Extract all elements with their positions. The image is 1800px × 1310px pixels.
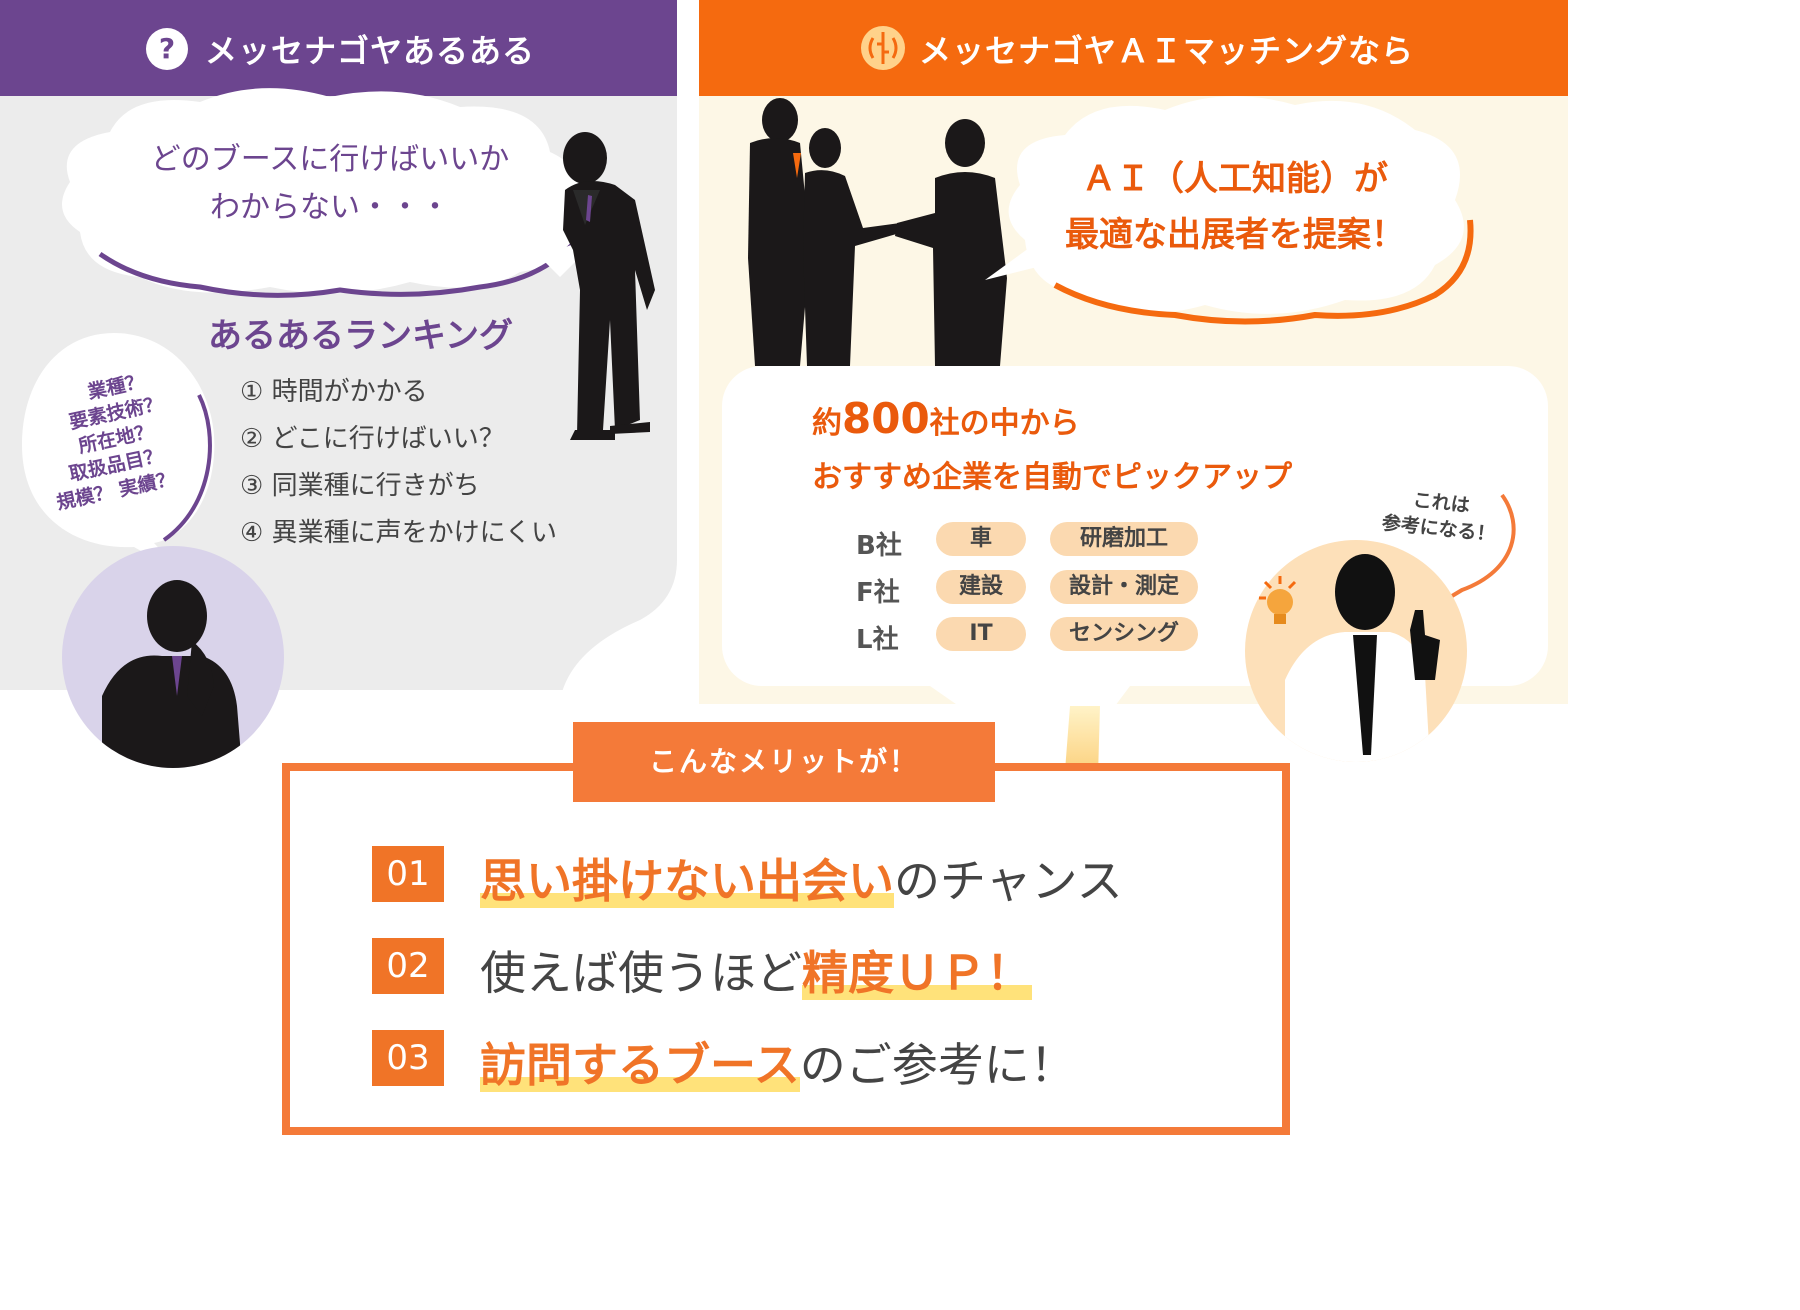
- company-tag: IT: [936, 617, 1026, 651]
- pointing-man-circle: [1245, 540, 1467, 762]
- company-name: F社: [856, 578, 900, 608]
- pointing-man-icon: [1285, 554, 1440, 762]
- question-icon: ?: [146, 28, 188, 70]
- right-header-title: メッセナゴヤＡＩマッチングなら: [919, 32, 1415, 70]
- company-tag: 設計・測定: [1050, 570, 1198, 604]
- right-cloud-bubble: [985, 96, 1474, 325]
- card-line1: 約800社の中から: [812, 394, 1080, 443]
- merit-pre: 使えば使うほど: [480, 946, 802, 1000]
- handshake-people-icon: [748, 98, 1007, 366]
- merit-highlight: 訪問するブース: [480, 1038, 800, 1092]
- left-cloud-bubble: [62, 88, 600, 298]
- company-tag: 建設: [936, 570, 1026, 604]
- left-header: ? メッセナゴヤあるある: [0, 0, 677, 96]
- ranking-num: ①: [240, 377, 264, 407]
- ranking-text: 同業種に行きがち: [271, 471, 480, 501]
- left-bubble-line2: わからない・・・: [210, 190, 450, 225]
- card-line1-post: 社の中から: [929, 406, 1080, 441]
- worried-man-circle: [62, 546, 284, 768]
- company-tag: 車: [936, 522, 1026, 556]
- merit-item-2: 使えば使うほど精度ＵＰ！: [480, 937, 1032, 1003]
- ranking-num: ④: [240, 518, 264, 548]
- merit-highlight: 思い掛けない出会い: [480, 854, 894, 908]
- ranking-item: ④ 異業種に声をかけにくい: [240, 512, 557, 549]
- left-bubble-line1: どのブースに行けばいいか: [150, 142, 510, 177]
- company-tag: センシング: [1050, 617, 1198, 651]
- left-panel-corner: [560, 540, 690, 700]
- ranking-num: ②: [240, 424, 264, 454]
- left-header-title: メッセナゴヤあるある: [205, 32, 536, 70]
- right-header: メッセナゴヤＡＩマッチングなら: [699, 0, 1568, 96]
- ranking-num: ③: [240, 471, 264, 501]
- ranking-text: どこに行けばいい？: [271, 424, 505, 454]
- right-bubble-line2: 最適な出展者を提案！: [1065, 215, 1405, 255]
- card-line2: おすすめ企業を自動でピックアップ: [812, 460, 1292, 495]
- card-line1-pre: 約: [812, 406, 842, 441]
- right-bubble-line1: ＡＩ（人工知能）が: [1082, 159, 1388, 199]
- ranking-title: あるあるランキング: [208, 316, 513, 356]
- merit-highlight: 精度ＵＰ！: [802, 946, 1032, 1000]
- card-line1-num: 800: [842, 394, 930, 443]
- merit-number: 01: [372, 846, 444, 902]
- company-name: B社: [856, 531, 902, 561]
- company-name: L社: [856, 625, 899, 655]
- merit-item-3: 訪問するブースのご参考に！: [480, 1029, 1076, 1095]
- ranking-text: 異業種に声をかけにくい: [271, 518, 558, 548]
- worried-man-icon: [102, 580, 242, 768]
- company-tag: 研磨加工: [1050, 522, 1198, 556]
- lightbulb-icon: [1259, 576, 1297, 624]
- thinking-man-icon: [563, 132, 655, 440]
- ranking-text: 時間がかかる: [271, 377, 428, 407]
- ranking-item: ③ 同業種に行きがち: [240, 465, 480, 502]
- question-bubble: [22, 333, 215, 575]
- merit-rest: のチャンス: [894, 854, 1123, 908]
- merit-number: 03: [372, 1030, 444, 1086]
- merit-number: 02: [372, 938, 444, 994]
- brain-icon: [861, 26, 905, 70]
- merit-header: こんなメリットが！: [573, 722, 995, 802]
- ranking-item: ② どこに行けばいい？: [240, 418, 505, 455]
- ranking-item: ① 時間がかかる: [240, 371, 428, 408]
- merit-item-1: 思い掛けない出会いのチャンス: [480, 845, 1123, 911]
- merit-rest: のご参考に！: [799, 1038, 1076, 1092]
